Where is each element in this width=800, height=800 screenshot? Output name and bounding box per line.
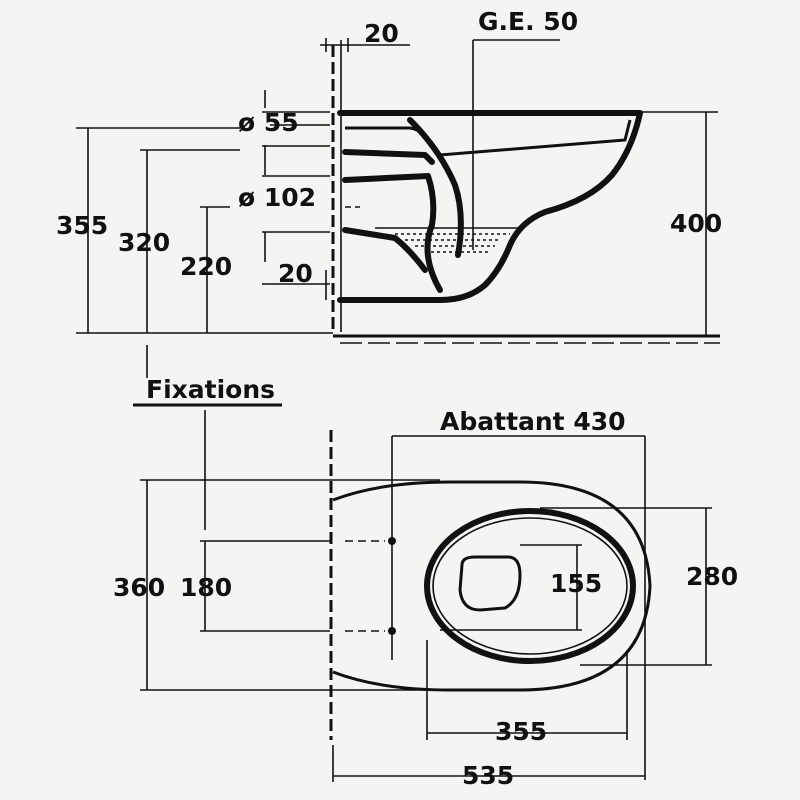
h220-label: 220 xyxy=(180,252,232,281)
ge-50-label: G.E. 50 xyxy=(478,7,578,36)
trap-channel xyxy=(407,117,464,258)
dim-20-top-label: 20 xyxy=(364,19,399,48)
d102-label: ø 102 xyxy=(238,183,316,212)
seat-outer xyxy=(424,508,636,664)
dim-20-top: 20 xyxy=(320,19,410,52)
dim-355-height: 355 xyxy=(56,127,240,333)
fixations-callout: Fixations xyxy=(133,345,282,530)
bowl-profile xyxy=(337,110,643,303)
dim-155-width: 155 xyxy=(440,544,602,631)
w280-label: 280 xyxy=(686,562,738,591)
dim-abattant-430: Abattant 430 xyxy=(391,407,646,780)
d55-label: ø 55 xyxy=(238,108,299,137)
dim-180-width: 180 xyxy=(180,540,385,632)
h400-label: 400 xyxy=(670,209,722,238)
water-surface xyxy=(375,227,520,253)
floor-line xyxy=(333,334,720,344)
dim-20-lower: 20 xyxy=(262,259,330,300)
l355-label: 355 xyxy=(495,717,547,746)
dim-d102: ø 102 xyxy=(238,175,360,262)
dim-20-lower-label: 20 xyxy=(278,259,313,288)
dim-360-width: 360 xyxy=(113,479,440,691)
dim-535-length: 535 xyxy=(332,745,645,790)
dim-220-height: 220 xyxy=(180,206,232,333)
l535-label: 535 xyxy=(462,761,514,790)
dim-355-length: 355 xyxy=(426,640,628,746)
ge-50-callout: G.E. 50 xyxy=(472,7,578,250)
h355-label: 355 xyxy=(56,211,108,240)
rim-inner xyxy=(345,119,632,157)
dim-280-width: 280 xyxy=(540,507,738,666)
bowl-outline-plan xyxy=(332,480,652,692)
dim-400-height: 400 xyxy=(640,111,722,336)
w360-label: 360 xyxy=(113,573,165,602)
inlet-duct xyxy=(342,149,435,165)
w180-label: 180 xyxy=(180,573,232,602)
fixations-label: Fixations xyxy=(146,375,275,404)
outlet-duct xyxy=(342,173,443,293)
seat-inner xyxy=(432,517,628,655)
wall-side xyxy=(331,40,342,332)
plan-view: Fixations Abattant 430 360 xyxy=(113,345,738,790)
h320-label: 320 xyxy=(118,228,170,257)
dim-d55: ø 55 xyxy=(238,90,330,175)
w155-label: 155 xyxy=(550,569,602,598)
side-view: 20 G.E. 50 ø 55 ø 102 xyxy=(56,7,722,344)
outlet-bottom xyxy=(342,227,428,273)
bowl-opening xyxy=(458,555,522,612)
abattant-label: Abattant 430 xyxy=(440,407,626,436)
dim-320-height: 320 xyxy=(118,149,240,333)
